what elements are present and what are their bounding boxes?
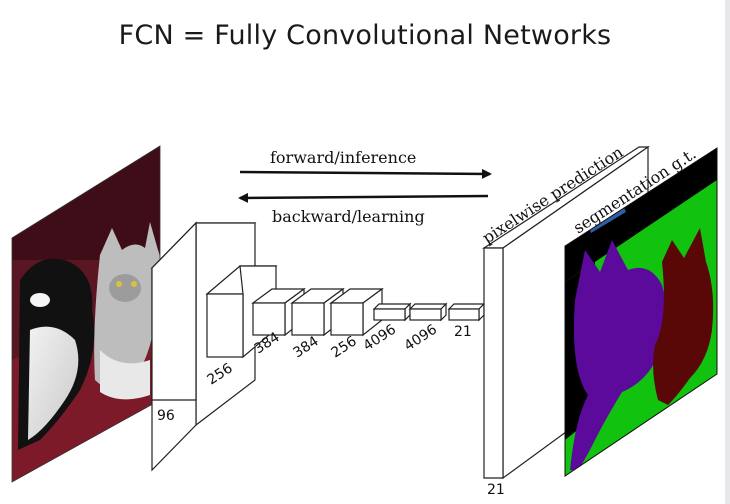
- layer-box-7: [408, 302, 448, 322]
- backward-label: backward/learning: [272, 207, 425, 226]
- layer-box-1-front: [151, 221, 197, 401]
- forward-label: forward/inference: [270, 148, 416, 167]
- forward-arrow: [239, 168, 492, 179]
- backward-arrow: [238, 192, 489, 203]
- layer-size-label-7: 21: [454, 324, 472, 340]
- slide-title: FCN = Fully Convolutional Networks: [118, 20, 612, 51]
- layer-size-label-4: 256: [328, 333, 359, 361]
- layer-size-label-6: 4096: [401, 321, 440, 354]
- layer-box-5: [329, 287, 384, 337]
- layer-box-6: [372, 302, 412, 322]
- input-size-label: 96: [157, 408, 175, 424]
- output-size-label: 21: [487, 482, 505, 498]
- segmentation-gt-image: [565, 148, 717, 476]
- layer-size-label-3: 384: [290, 333, 321, 361]
- slide-edge: [725, 0, 730, 504]
- layer-box-8: [447, 302, 486, 322]
